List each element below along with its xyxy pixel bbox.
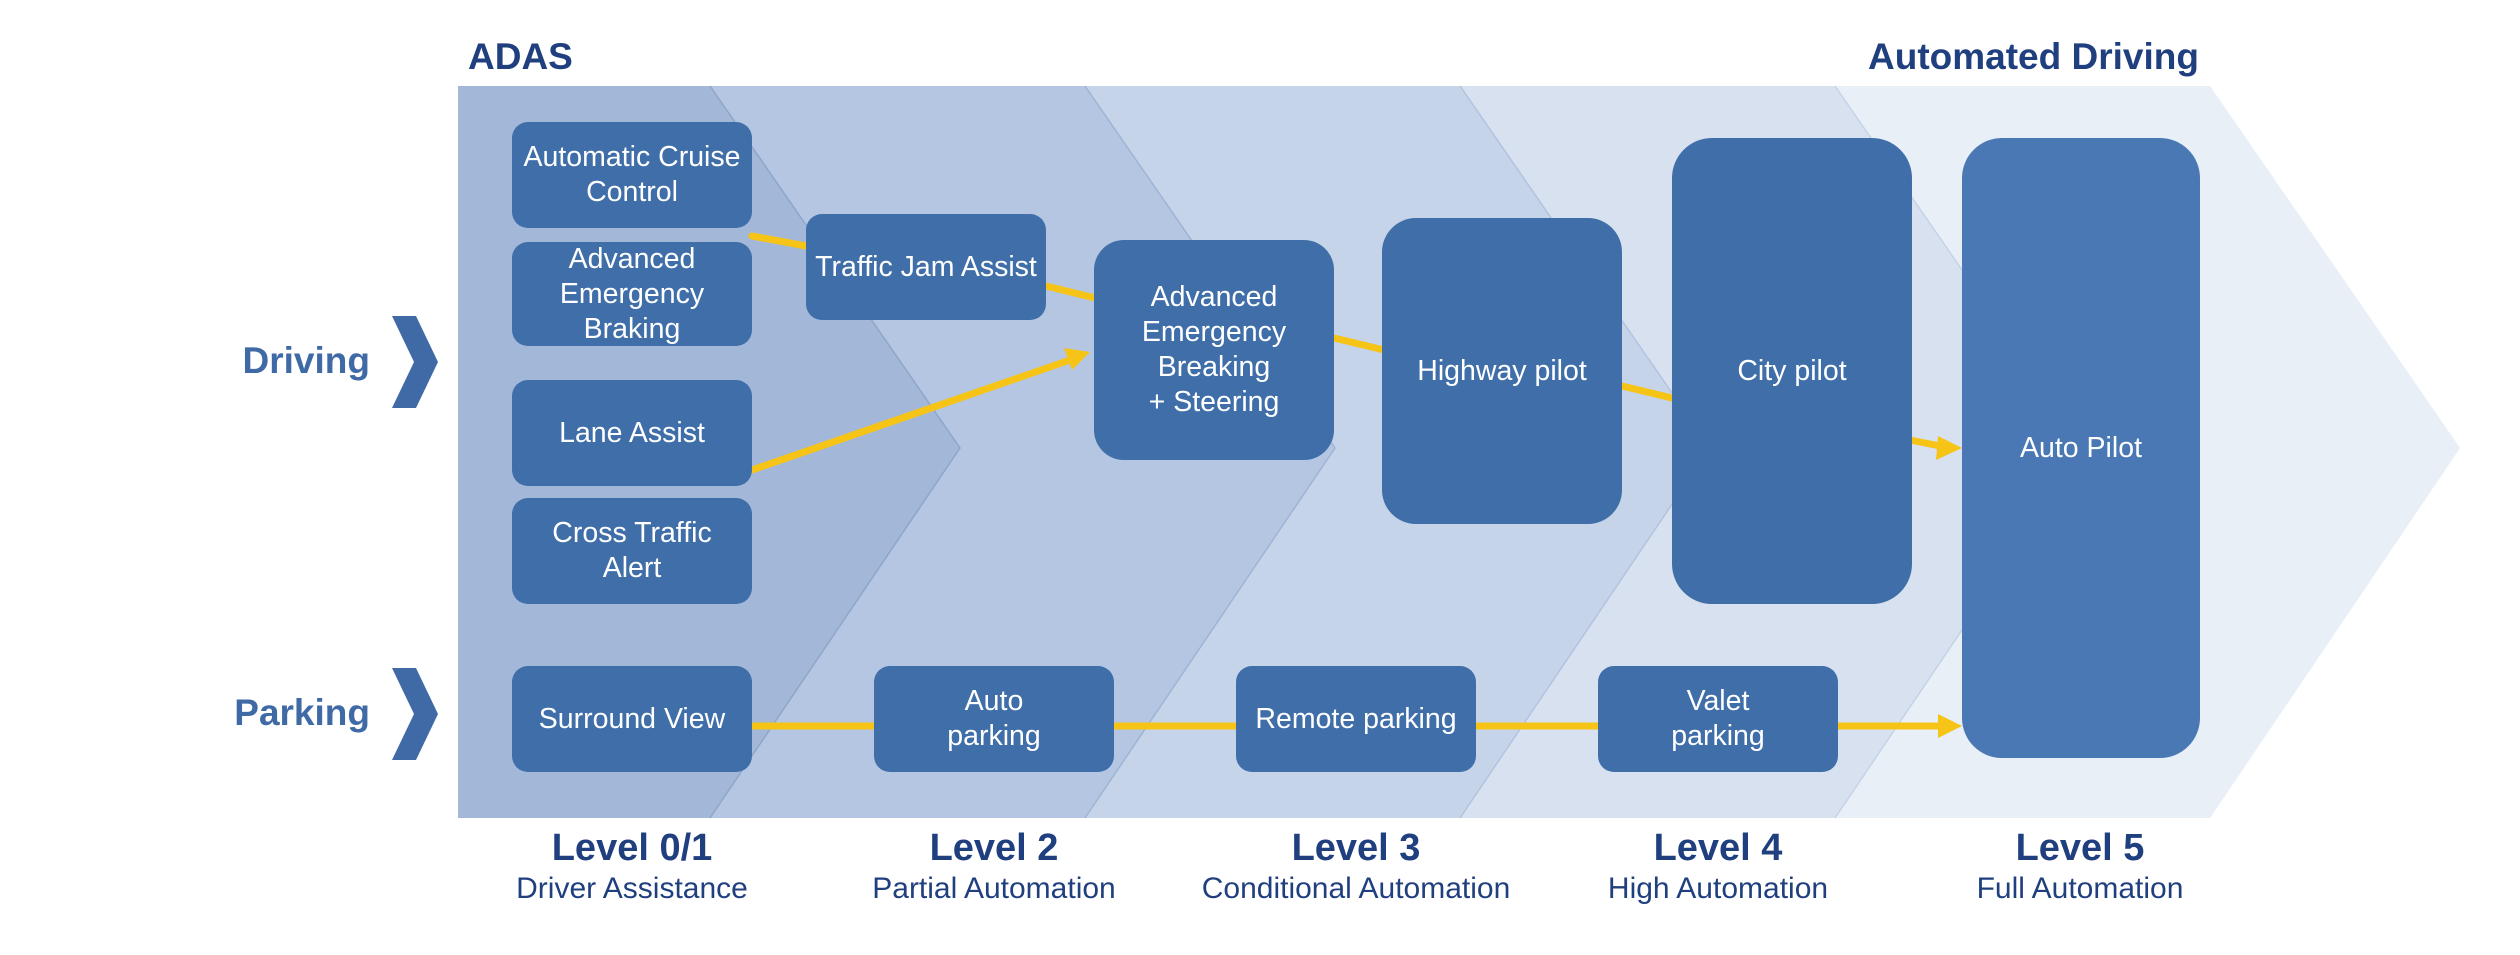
box-aeb-steering: Advanced Emergency Breaking + Steering xyxy=(1094,240,1334,460)
box-surround-view: Surround View xyxy=(512,666,752,772)
level-4: Level 4 High Automation xyxy=(1538,826,1898,908)
adas-heading: ADAS xyxy=(468,36,573,77)
level-2: Level 2 Partial Automation xyxy=(814,826,1174,908)
box-auto-parking: Auto parking xyxy=(874,666,1114,772)
level-title: Level 5 xyxy=(2015,827,2145,869)
arrowheads xyxy=(1064,348,1962,738)
box-traffic-jam-assist: Traffic Jam Assist xyxy=(806,214,1046,320)
band-edge-1 xyxy=(709,85,961,819)
level-subtitle: Driver Assistance xyxy=(516,872,748,905)
level-title: Level 3 xyxy=(1291,827,1421,869)
row-label-parking: Parking xyxy=(234,692,370,733)
box-city-pilot: City pilot xyxy=(1672,138,1912,604)
box-remote-parking: Remote parking xyxy=(1236,666,1476,772)
progression-arrows xyxy=(748,232,1944,730)
level-subtitle: Conditional Automation xyxy=(1201,872,1511,905)
box-valet-parking: Valet parking xyxy=(1598,666,1838,772)
level-subtitle: High Automation xyxy=(1607,872,1829,905)
box-automatic-cruise-control: Automatic Cruise Control xyxy=(512,122,752,228)
chevron-parking-icon xyxy=(392,668,438,760)
level-3: Level 3 Conditional Automation xyxy=(1176,826,1536,908)
level-subtitle: Full Automation xyxy=(1976,872,2184,905)
band-edge-2 xyxy=(1084,85,1336,819)
box-cross-traffic-alert: Cross Traffic Alert xyxy=(512,498,752,604)
level-subtitle: Partial Automation xyxy=(872,872,1116,905)
level-title: Level 0/1 xyxy=(551,827,713,869)
box-lane-assist: Lane Assist xyxy=(512,380,752,486)
box-auto-pilot: Auto Pilot xyxy=(1962,138,2200,758)
level-5: Level 5 Full Automation xyxy=(1900,826,2260,908)
level-title: Level 4 xyxy=(1653,827,1783,869)
box-advanced-emergency-braking: Advanced Emergency Braking xyxy=(512,242,752,346)
row-label-driving: Driving xyxy=(242,340,370,381)
level-0-1: Level 0/1 Driver Assistance xyxy=(452,826,812,908)
automated-driving-heading: Automated Driving xyxy=(1868,36,2199,77)
box-highway-pilot: Highway pilot xyxy=(1382,218,1622,524)
level-title: Level 2 xyxy=(929,827,1059,869)
chevron-driving-icon xyxy=(392,316,438,408)
